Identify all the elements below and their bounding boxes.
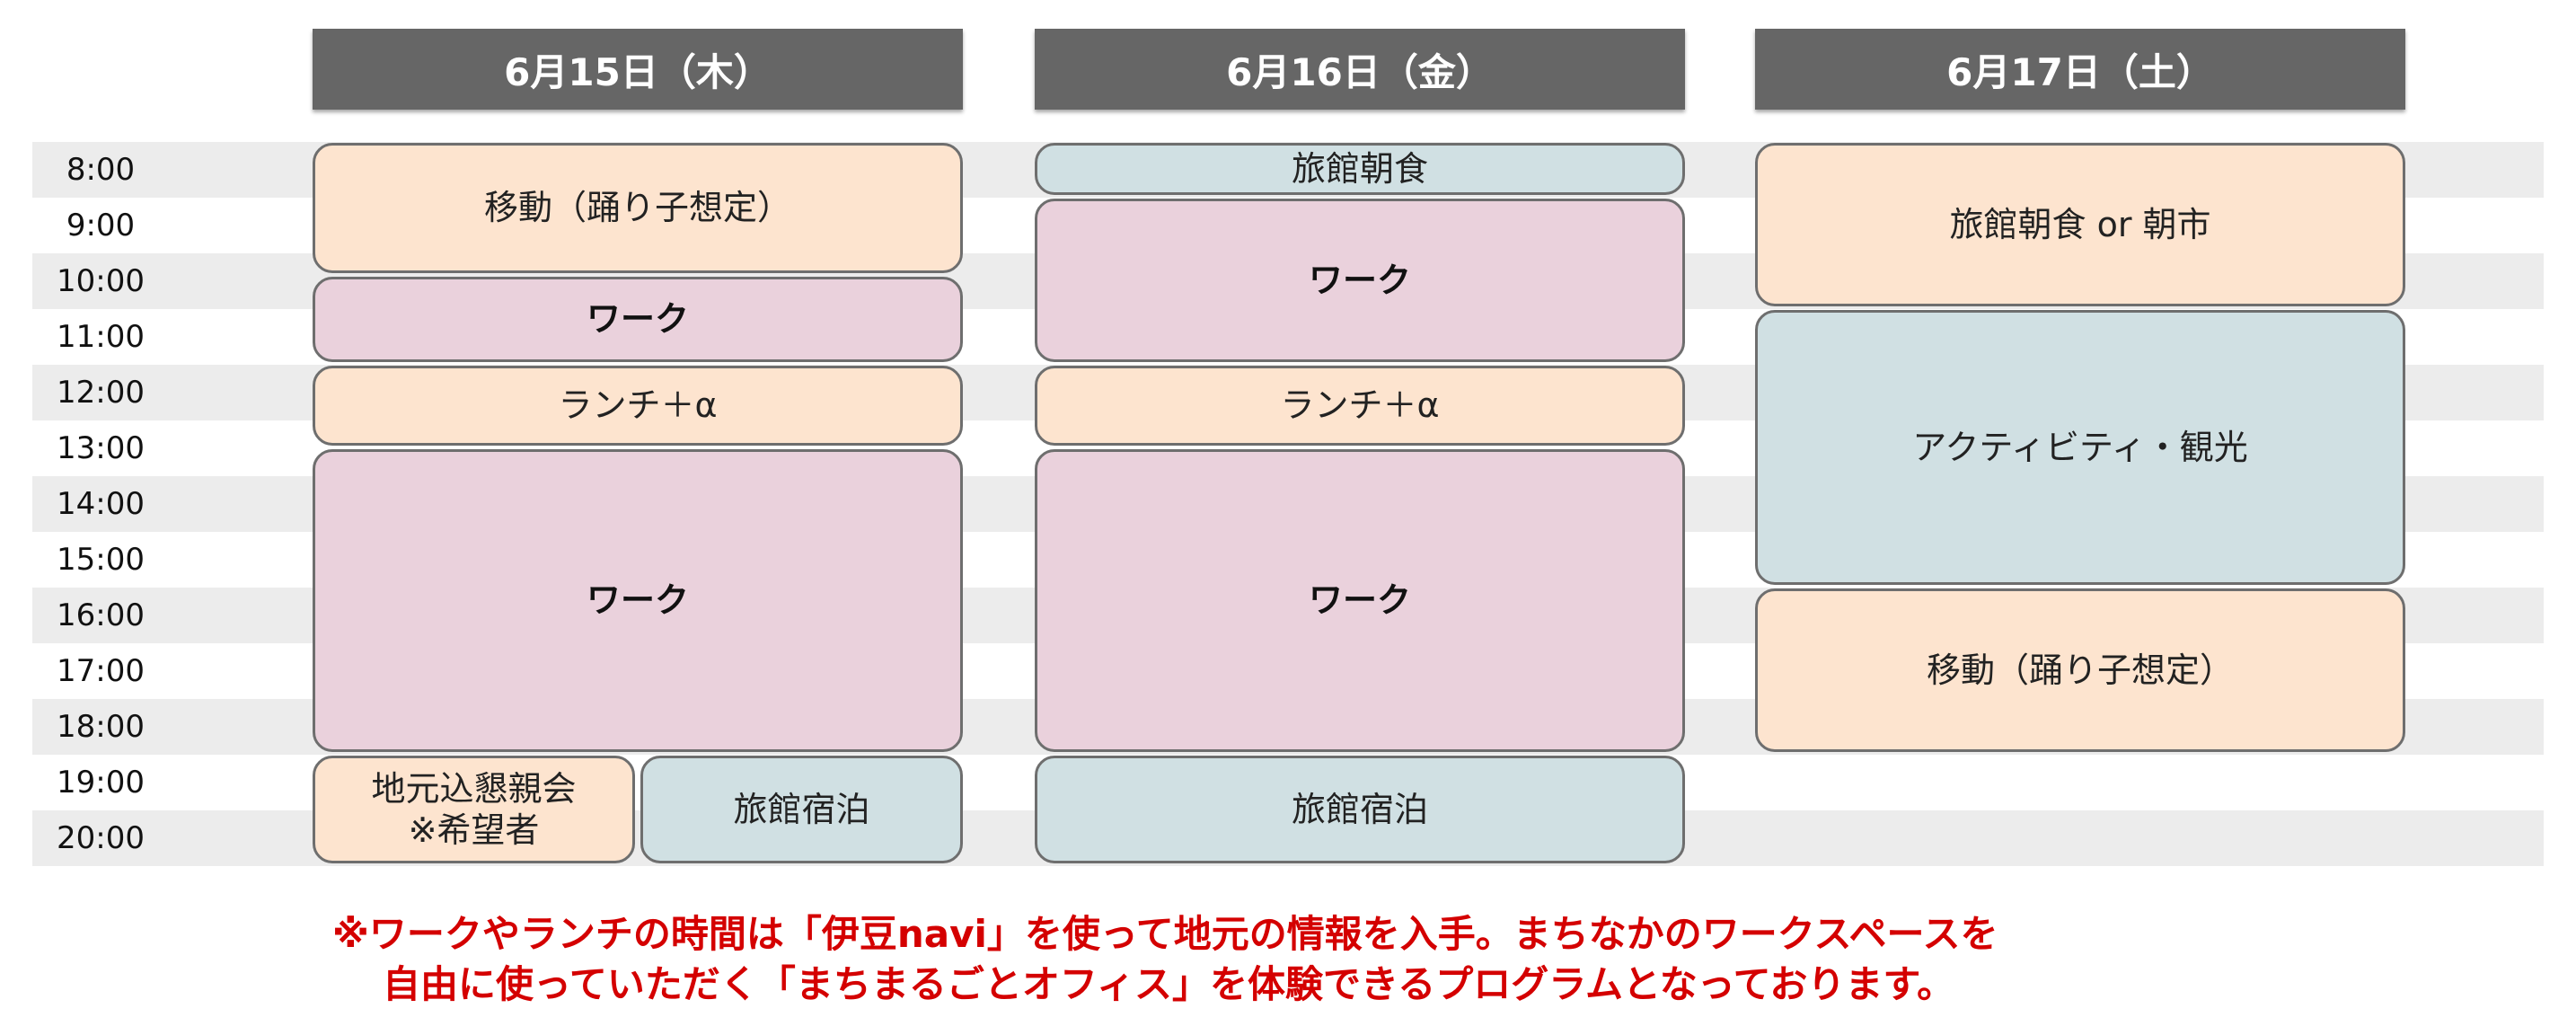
schedule-block-label: 旅館宿泊 bbox=[733, 789, 870, 829]
schedule-block-stay: 旅館宿泊 bbox=[640, 756, 963, 863]
schedule-block-label: ワーク bbox=[586, 580, 689, 621]
time-label: 9:00 bbox=[66, 208, 136, 243]
schedule-block-label: ランチ＋α bbox=[1280, 385, 1440, 426]
time-label: 18:00 bbox=[57, 709, 145, 745]
schedule-block-move: 移動（踊り子想定） bbox=[313, 143, 963, 273]
time-label: 17:00 bbox=[57, 653, 145, 689]
day-header-2: 6月17日（土） bbox=[1755, 29, 2405, 110]
time-label: 11:00 bbox=[57, 319, 145, 355]
day-header-label: 6月16日（金） bbox=[1226, 49, 1494, 94]
schedule-block-label: 移動（踊り子想定） bbox=[1926, 650, 2234, 690]
time-label: 19:00 bbox=[57, 765, 145, 801]
note-line-1: ※ワークやランチの時間は「伊豆navi」を使って地元の情報を入手。まちなかのワー… bbox=[332, 912, 1998, 956]
day-header-0: 6月15日（木） bbox=[313, 29, 963, 110]
schedule-block-label: 旅館朝食 or 朝市 bbox=[1949, 204, 2211, 244]
schedule-block-work: ワーク bbox=[1035, 199, 1685, 362]
time-label: 12:00 bbox=[57, 375, 145, 411]
schedule-block-stay: 旅館朝食 bbox=[1035, 143, 1685, 195]
schedule-block-meal: 地元込懇親会 ※希望者 bbox=[313, 756, 635, 863]
time-label: 15:00 bbox=[57, 542, 145, 578]
schedule-block-work: ワーク bbox=[313, 276, 963, 362]
schedule-block-label: ワーク bbox=[586, 299, 689, 340]
time-label: 8:00 bbox=[66, 152, 136, 188]
schedule-block-move: 移動（踊り子想定） bbox=[1755, 588, 2405, 752]
schedule-block-stay: アクティビティ・観光 bbox=[1755, 310, 2405, 585]
time-label: 14:00 bbox=[57, 486, 145, 522]
schedule-block-label: ワーク bbox=[1308, 260, 1411, 300]
schedule-block-work: ワーク bbox=[1035, 449, 1685, 752]
note-text: ※ワークやランチの時間は「伊豆navi」を使って地元の情報を入手。まちなかのワー… bbox=[332, 909, 2272, 1010]
schedule-block-label: ワーク bbox=[1308, 580, 1411, 621]
schedule-block-label: 地元込懇親会 ※希望者 bbox=[371, 768, 577, 850]
time-label: 13:00 bbox=[57, 430, 145, 466]
schedule-block-meal: ランチ＋α bbox=[313, 366, 963, 446]
schedule-block-stay: 旅館宿泊 bbox=[1035, 756, 1685, 863]
schedule-block-label: アクティビティ・観光 bbox=[1912, 427, 2248, 467]
time-label: 10:00 bbox=[57, 263, 145, 299]
schedule-block-label: 移動（踊り子想定） bbox=[483, 188, 791, 228]
day-header-label: 6月15日（木） bbox=[504, 49, 772, 94]
schedule-block-label: 旅館宿泊 bbox=[1291, 789, 1428, 829]
schedule-block-label: ランチ＋α bbox=[558, 385, 718, 426]
time-label: 20:00 bbox=[57, 820, 145, 856]
day-header-1: 6月16日（金） bbox=[1035, 29, 1685, 110]
day-header-label: 6月17日（土） bbox=[1946, 49, 2214, 94]
schedule-block-move: 旅館朝食 or 朝市 bbox=[1755, 143, 2405, 306]
schedule-block-label: 旅館朝食 bbox=[1291, 148, 1428, 189]
time-label: 16:00 bbox=[57, 597, 145, 633]
schedule-block-meal: ランチ＋α bbox=[1035, 366, 1685, 446]
schedule-block-work: ワーク bbox=[313, 449, 963, 752]
note-line-2: 自由に使っていただく「まちまるごとオフィス」を体験できるプログラムとなっておりま… bbox=[383, 962, 1955, 1006]
